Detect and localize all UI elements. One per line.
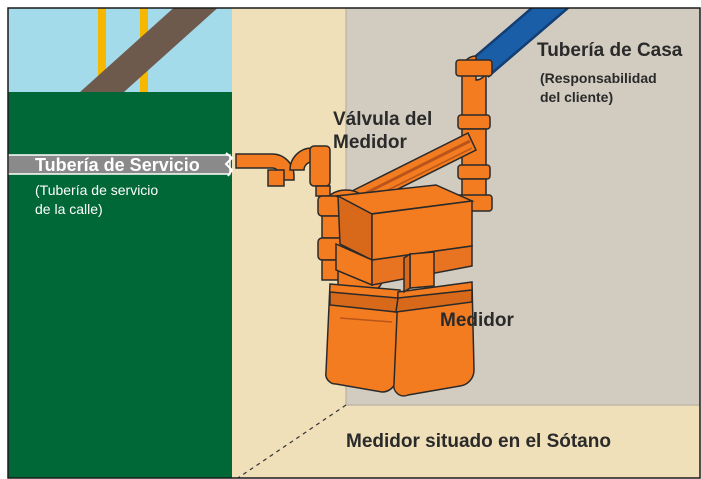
- meter-valve-label: Válvula del Medidor: [333, 108, 432, 154]
- service-pipe-note-line-1: (Tubería de servicio: [35, 182, 159, 198]
- house-pipe-note-line-1: (Responsabilidad: [540, 70, 657, 86]
- house-pipe-note-line-2: del cliente): [540, 89, 614, 105]
- house-pipe-label: Tubería de Casa: [537, 40, 683, 61]
- riser-pipe: [455, 55, 493, 212]
- service-pipe-note-line-2: de la calle): [35, 201, 103, 217]
- meter-valve-label-line-2: Medidor: [333, 132, 407, 153]
- meter-valve-label-line-1: Válvula del: [333, 109, 433, 130]
- roof-beam: [80, 8, 218, 92]
- service-pipe-note: (Tubería de servicio de la calle): [35, 181, 158, 219]
- house-pipe: [471, 8, 570, 78]
- service-pipe-label: Tubería de Servicio: [35, 155, 200, 175]
- house-pipe-note: (Responsabilidad del cliente): [540, 69, 657, 107]
- floor-perspective-line: [236, 404, 347, 478]
- service-pipe: [8, 152, 234, 177]
- meter-body: [325, 184, 475, 397]
- location-caption: Medidor situado en el Sótano: [346, 431, 611, 452]
- exterior-wall: [8, 92, 232, 478]
- yellow-post-left: [98, 8, 106, 92]
- meter-label: Medidor: [440, 310, 514, 331]
- service-connector: [235, 145, 331, 197]
